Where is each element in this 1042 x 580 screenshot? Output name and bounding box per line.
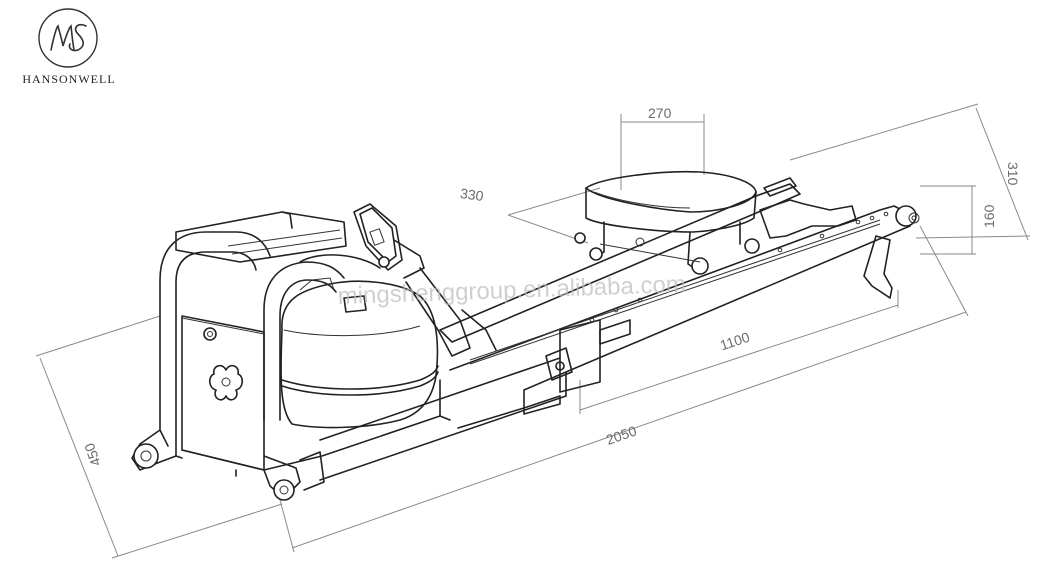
dimension-front-height: 450 [81,441,104,469]
seat-assembly [574,170,760,275]
water-tank [280,254,439,429]
dimension-rear-height: 160 [981,204,997,228]
brand-logo: HANSONWELL [14,6,124,92]
brand-name: HANSONWELL [22,72,116,86]
dimension-lines [35,103,1031,559]
dimension-total-width: 310 [1005,162,1021,186]
dimension-seat-width: 270 [648,105,672,121]
front-frame [131,211,451,501]
monitor-assembly [353,203,497,357]
dimension-seat-depth: 330 [459,185,485,204]
ms-monogram-icon [38,8,98,68]
dimension-total-length: 2050 [604,422,639,447]
dimension-rail-length: 1100 [718,329,752,354]
